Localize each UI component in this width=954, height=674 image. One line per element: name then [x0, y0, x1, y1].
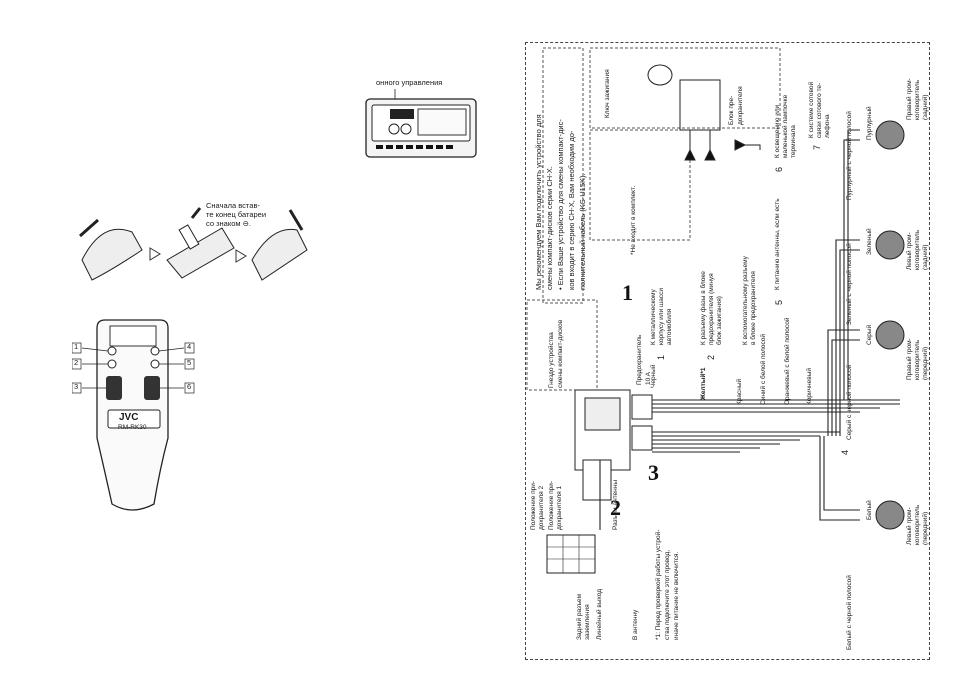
remote-control-drawing	[71, 319, 195, 511]
not-included-note: *Не входит в комплект.	[630, 185, 637, 255]
changer-jack-1: Гнездо устройства	[548, 332, 555, 388]
remote-model: RM-RK30	[118, 424, 147, 431]
wire-7-dest-3: лефона	[824, 114, 831, 138]
speaker-2-label-1: Правый гром-	[906, 338, 913, 380]
wire-1-dest-1: К металлическому	[650, 289, 657, 345]
speaker-2-label-3: (передний)	[922, 346, 929, 380]
ignition-key: Ключ зажигания	[604, 69, 611, 118]
intro-line-5: полнительный кабель (KS-U15K).	[578, 173, 587, 290]
head-unit-illustration: онного управления	[360, 75, 480, 165]
speaker-3-label-1: Левый гром-	[906, 232, 913, 270]
display-caption: онного управления	[376, 78, 443, 87]
amp-block-1: Блок пре-	[728, 95, 735, 125]
wire-2-dest-3: блок зажигания)	[716, 296, 723, 345]
rear-ground-2: заземления	[584, 604, 591, 640]
speaker-1-label-3: (передний)	[922, 511, 929, 545]
line-out: Линейный выход	[596, 589, 603, 640]
speaker-4-label-3: (задний)	[922, 94, 929, 120]
battery-illustration: Сначала встав- те конец батареи со знако…	[72, 190, 312, 290]
amp-block-2: дохранителя	[737, 86, 744, 125]
callout-2: 2	[74, 358, 79, 367]
antenna-jack: Разъем антенны	[612, 479, 619, 530]
footnote-line-1: *1: Перед проверкой работы устрой-	[655, 529, 662, 640]
wire-1-dest-3: автомобиля	[666, 308, 673, 345]
intro-line-3: • Если Ваше устройство для смены компакт…	[556, 119, 565, 290]
wire-5-dest-1: К освещению или	[774, 104, 781, 158]
wire-3-dest-1: К вспомогательному разъему	[742, 256, 749, 345]
wire-1-dest-2: корпусу или шасси	[658, 288, 665, 345]
callout-3: 3	[74, 382, 79, 391]
wire-7-color: Коричневый	[806, 368, 813, 405]
battery-caption-2: те конец батареи	[206, 210, 267, 219]
wire-4-dest-1: К питанию антенны, если есть	[774, 198, 781, 290]
wire-5-color: Оранжевый с белой полосой	[784, 317, 791, 405]
speaker-1-wire-2: Белый	[866, 500, 873, 520]
footnote-line-3: иначе питание не включится.	[673, 551, 680, 640]
to-antenna: В антенну	[632, 609, 639, 640]
rear-ground-1: Задний разъем	[576, 593, 583, 640]
wire-2-color: Желтый*1	[700, 367, 707, 401]
plug-label-2: дохранителя 2	[538, 485, 545, 530]
speaker-4-wire-1: Пурпурный с черной полосой	[846, 111, 853, 200]
changer-jack-2: смены компакт-дисков	[557, 319, 564, 388]
step-number-1: 1	[622, 280, 633, 305]
wire-3-dest-2: в блоке предохранителя	[750, 271, 757, 345]
intro-line-2: смены компакт-дисков серии CH-X.	[545, 166, 554, 290]
step-number-3: 3	[648, 460, 659, 485]
wire-7-dest-1: К системе сотовой	[808, 81, 815, 138]
plug-label-1: Положение при-	[530, 480, 537, 530]
speaker-4-label-2: коговоритель	[914, 79, 921, 120]
wire-2-dest-1: К разъему фазы в блоке	[700, 271, 707, 345]
wire-1-color: Черный	[650, 364, 657, 388]
speaker-2-label-2: коговоритель	[914, 339, 921, 380]
wire-4-num: 5	[774, 299, 784, 305]
wiring-diagram-frame	[525, 42, 930, 660]
callout-1: 1	[74, 342, 79, 351]
intro-line-4: ков входит в серию CH-X, Вам необходим д…	[567, 130, 576, 290]
callout-5: 5	[187, 358, 192, 367]
footnote-line-2: ства подключите этот провод,	[664, 549, 671, 640]
speaker-4-wire-2: Пурпурный	[866, 106, 873, 140]
wire-5-num: 6	[774, 166, 784, 172]
speaker-2-wire-2: Серый	[866, 324, 873, 345]
wire-3-color: Красный	[736, 378, 743, 405]
callout-4: 4	[187, 342, 192, 351]
wire-4-color: Синий с белой полосой	[760, 333, 767, 405]
speaker-3-wire-1: Зеленый с черной полосой	[846, 243, 853, 325]
battery-steps-drawing	[79, 207, 308, 281]
speaker-3-wire-2: Зеленый	[866, 228, 873, 255]
wire-5-dest-3: терминала	[790, 125, 797, 158]
plug-label-4: дохранителя 1	[556, 485, 563, 530]
wire-7-dest-2: связи сотового те-	[816, 82, 823, 138]
wire-2-dest-2: предохранителя (минуя	[708, 273, 715, 345]
speaker-1-wire-1: Белый с черной полосой	[846, 575, 853, 650]
speaker-1-label-2: коговоритель	[914, 504, 921, 545]
fuse-1: Предохранитель	[636, 334, 643, 385]
speaker-4-label-1: Правый гром-	[906, 78, 913, 120]
wire-5-dest-2: маленькой лампочке	[782, 94, 789, 158]
callout-6: 6	[187, 382, 192, 391]
battery-caption-3: со знаком ⊖.	[206, 219, 251, 228]
intro-line-1: Мы рекомендуем Вам подключить устройство…	[534, 114, 543, 290]
speaker-1-label-1: Левый гром-	[906, 507, 913, 545]
remote-brand: JVC	[119, 412, 139, 423]
speaker-1-num: 4	[840, 449, 850, 455]
speaker-3-label-3: (задний)	[922, 244, 929, 270]
wire-2-num: 2	[706, 354, 716, 360]
battery-caption-1: Сначала встав-	[206, 201, 260, 210]
wire-1-num: 1	[656, 354, 666, 360]
remote-control-illustration: 1 2 3 4 5 6 JVC RM-RK30	[71, 318, 202, 518]
speaker-3-label-2: коговоритель	[914, 229, 921, 270]
step-number-2: 2	[610, 495, 621, 520]
wire-7-num: 7	[812, 144, 822, 150]
speaker-2-wire-1: Серый с черной полосой	[846, 364, 853, 440]
plug-label-3: Положение при-	[548, 480, 555, 530]
head-unit-drawing	[365, 89, 477, 158]
